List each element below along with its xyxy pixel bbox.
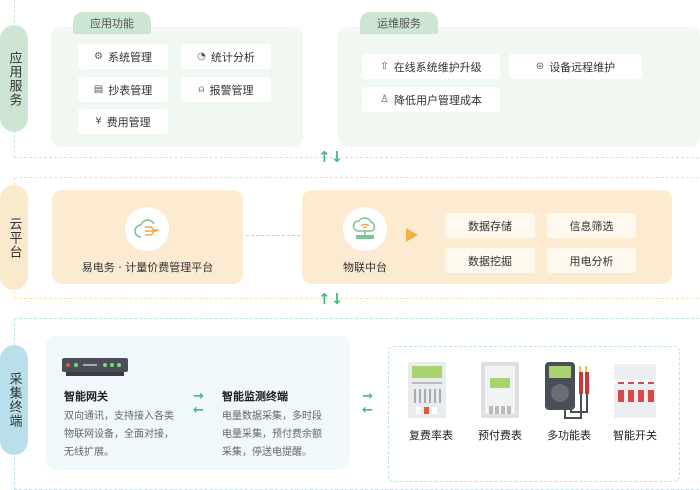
bidirectional-arrows-icon: →←	[362, 389, 373, 418]
device-label: 多功能表	[547, 429, 591, 442]
gear-icon: ⚙	[94, 51, 103, 62]
section-label-collect: 采集终端	[0, 345, 28, 455]
remote-icon: ⊜	[535, 61, 545, 72]
monitor-title: 智能监测终端	[222, 390, 288, 403]
multi-rate-meter-icon	[408, 362, 446, 418]
func-panel-title: 应用功能	[73, 12, 151, 34]
item-label: 在线系统维护升级	[393, 60, 482, 74]
item-label: 设备远程维护	[549, 60, 616, 74]
connector-line	[246, 235, 300, 236]
item-label: 降低用户管理成本	[393, 93, 482, 107]
platform-label: 易电务 · 计量价费管理平台	[81, 261, 214, 274]
gateway-desc: 无线扩展。	[64, 447, 114, 458]
smart-switch-icon	[614, 364, 656, 418]
upgrade-icon: ⇧	[380, 61, 389, 72]
monitor-desc: 采集，停送电提醒。	[222, 447, 312, 458]
up-down-arrows-icon: ↑↓	[318, 290, 344, 308]
item-label: 统计分析	[210, 50, 255, 64]
ops-panel-title: 运维服务	[360, 12, 438, 34]
item-label: 抄表管理	[108, 83, 153, 97]
cloud-wifi-icon	[343, 207, 387, 251]
gateway-block: 智能网关 双向通讯，支持接入各类 物联网设备，全面对接， 无线扩展。	[64, 388, 194, 462]
ops-item-upgrade[interactable]: ⇧ 在线系统维护升级	[362, 54, 500, 79]
alarm-icon: ⍝	[198, 84, 205, 95]
yen-icon: ¥	[95, 116, 102, 127]
section-label-cloud: 云平台	[0, 185, 28, 290]
ops-item-cost[interactable]: ♙ 降低用户管理成本	[362, 87, 500, 112]
device-label: 预付费表	[478, 429, 522, 442]
item-label: 费用管理	[106, 115, 151, 129]
iot-item[interactable]: 用电分析	[547, 248, 636, 273]
iot-item[interactable]: 信息筛选	[547, 213, 636, 238]
func-item-alarm[interactable]: ⍝ 报警管理	[181, 77, 271, 102]
item-label: 报警管理	[209, 83, 254, 97]
cloud-data-icon	[125, 207, 169, 251]
iot-item[interactable]: 数据存储	[445, 213, 535, 238]
func-item-system[interactable]: ⚙ 系统管理	[78, 44, 168, 69]
device-label: 智能开关	[613, 429, 657, 442]
monitor-desc: 电量采集，预付费余额	[222, 429, 322, 440]
func-item-meter[interactable]: ▤ 抄表管理	[78, 77, 168, 102]
iot-item[interactable]: 数据挖掘	[445, 248, 535, 273]
user-icon: ♙	[380, 94, 389, 105]
section-label-app: 应用服务	[0, 25, 28, 132]
ops-item-remote[interactable]: ⊜ 设备远程维护	[509, 54, 642, 79]
bidirectional-arrows-icon: →←	[193, 389, 204, 418]
monitor-desc: 电量数据采集，多时段	[222, 411, 322, 422]
item-label: 系统管理	[107, 50, 152, 64]
devices-box	[388, 346, 680, 482]
router-icon	[62, 358, 128, 376]
up-down-arrows-icon: ↑↓	[318, 148, 344, 166]
iot-label: 物联中台	[343, 261, 387, 274]
gateway-desc: 双向通讯，支持接入各类	[64, 411, 174, 422]
monitor-block: 智能监测终端 电量数据采集，多时段 电量采集，预付费余额 采集，停送电提醒。	[222, 388, 347, 462]
func-item-stats[interactable]: ◔ 统计分析	[181, 44, 271, 69]
clipboard-icon: ▤	[93, 84, 104, 95]
multimeter-icon	[545, 362, 589, 419]
func-item-fee[interactable]: ¥ 费用管理	[78, 109, 168, 134]
gateway-desc: 物联网设备，全面对接，	[64, 429, 174, 440]
device-label: 复费率表	[409, 429, 453, 442]
prepaid-meter-icon	[481, 362, 519, 418]
gateway-title: 智能网关	[64, 390, 108, 403]
triangle-arrow-icon	[406, 228, 418, 242]
pie-chart-icon: ◔	[197, 51, 206, 62]
